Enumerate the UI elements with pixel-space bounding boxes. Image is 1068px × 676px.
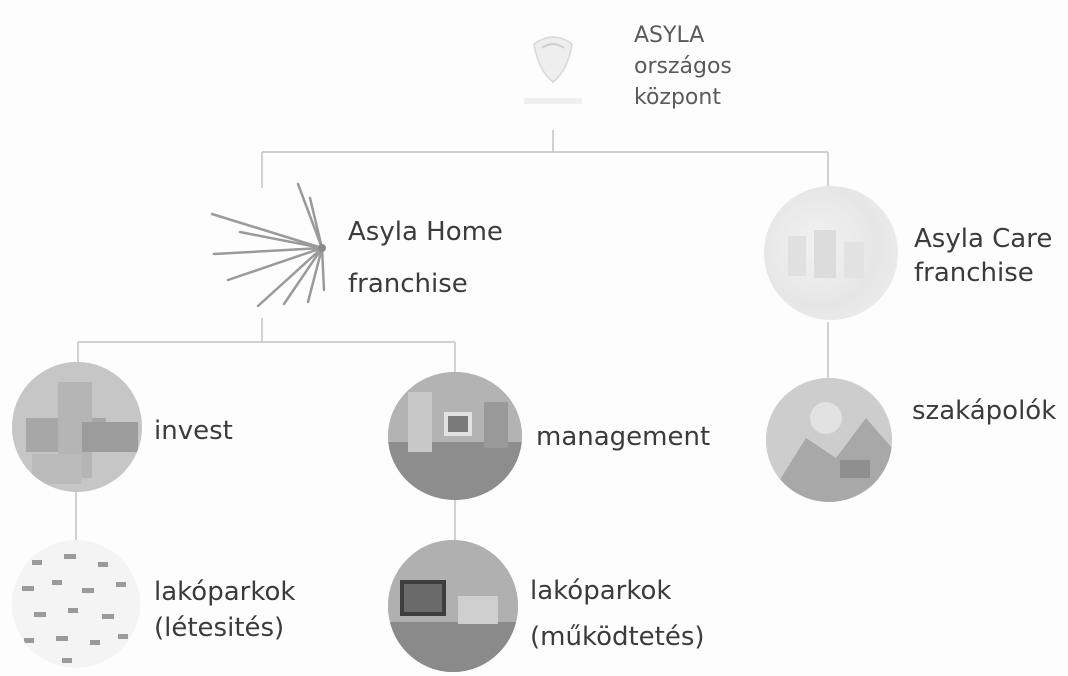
invest-label: invest	[154, 416, 233, 446]
szakapolok-label: szakápolók	[912, 396, 1057, 426]
lakoparkok-letesites-image	[12, 540, 140, 668]
lakoparkok-letesites-label: lakóparkok (létesités)	[154, 577, 296, 643]
lakoparkok-mukodtetes-label: lakóparkok (működtetés)	[530, 576, 705, 652]
asyla-care-image	[764, 186, 898, 320]
asyla-home-sunburst-image	[200, 180, 340, 320]
invest-image	[12, 362, 142, 492]
root-node-label: ASYLA országos központ	[634, 23, 732, 110]
szakapolok-image	[766, 378, 892, 502]
lakoparkok-mukodtetes-image	[388, 540, 518, 672]
asyla-logo	[520, 22, 586, 112]
asyla-home-label: Asyla Home franchise	[348, 217, 503, 299]
asyla-care-label: Asyla Care franchise	[914, 224, 1053, 288]
management-label: management	[536, 422, 711, 452]
management-image	[388, 372, 522, 500]
